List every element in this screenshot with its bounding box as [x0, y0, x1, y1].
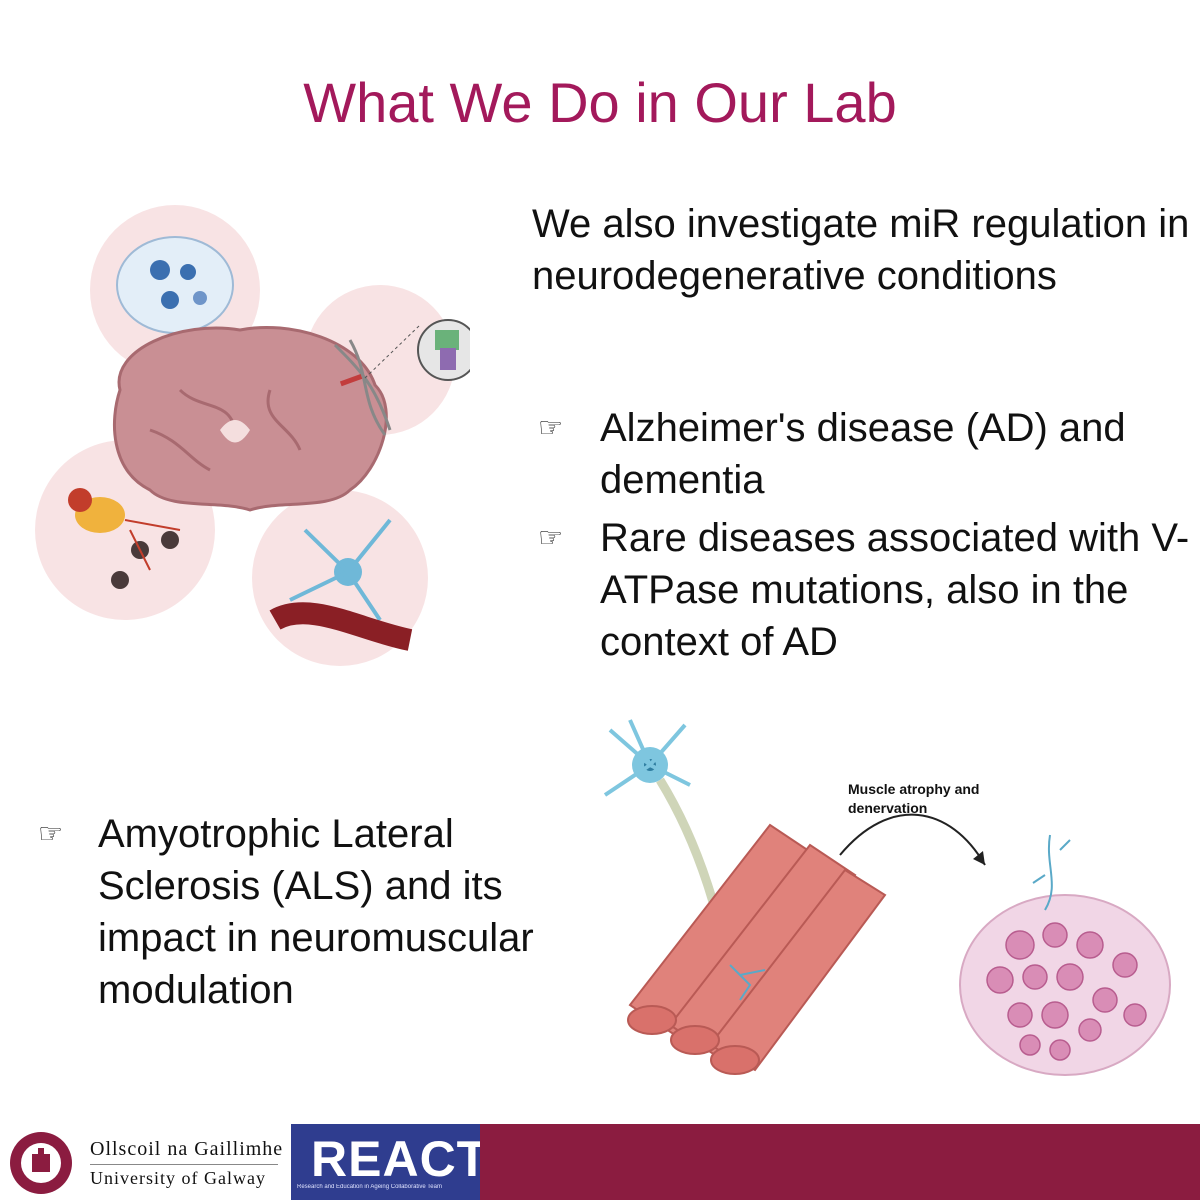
brain-illustration — [35, 205, 470, 666]
university-logo: Ollscoil na Gaillimhe University of Galw… — [0, 1124, 290, 1200]
university-name-irish: Ollscoil na Gaillimhe — [90, 1138, 284, 1160]
university-divider — [90, 1164, 278, 1165]
bullet-alzheimers: ☞ Alzheimer's disease (AD) and dementia — [538, 402, 1198, 506]
footer-bar — [480, 1124, 1200, 1200]
figure-annotation: Muscle atrophy and denervation — [848, 781, 980, 816]
als-bullet-text: Amyotrophic Lateral Sclerosis (ALS) and … — [98, 812, 534, 1012]
react-logo-text: REACT — [311, 1131, 489, 1187]
als-bullet: ☞ Amyotrophic Lateral Sclerosis (ALS) an… — [38, 808, 598, 1016]
bullet-alzheimers-text: Alzheimer's disease (AD) and dementia — [600, 406, 1126, 502]
page-title: What We Do in Our Lab — [303, 71, 897, 134]
pointing-hand-icon: ☞ — [538, 521, 564, 554]
muscle-illustration — [603, 719, 1171, 1076]
react-tagline: Research and Education in Ageing Collabo… — [297, 1184, 442, 1190]
react-logo-icon: REACT Research and Education in Ageing C… — [291, 1124, 487, 1200]
pointing-hand-icon: ☞ — [538, 411, 564, 444]
university-name-english: University of Galway — [90, 1168, 266, 1188]
intro-text: We also investigate miR regulation in ne… — [532, 202, 1190, 298]
bullet-vatpase: ☞ Rare diseases associated with V-ATPase… — [538, 512, 1198, 668]
university-crest-icon — [10, 1132, 72, 1194]
disease-bullet-list: ☞ Alzheimer's disease (AD) and dementia … — [538, 402, 1198, 674]
bullet-vatpase-text: Rare diseases associated with V-ATPase m… — [600, 516, 1190, 664]
pointing-hand-icon: ☞ — [38, 817, 64, 850]
